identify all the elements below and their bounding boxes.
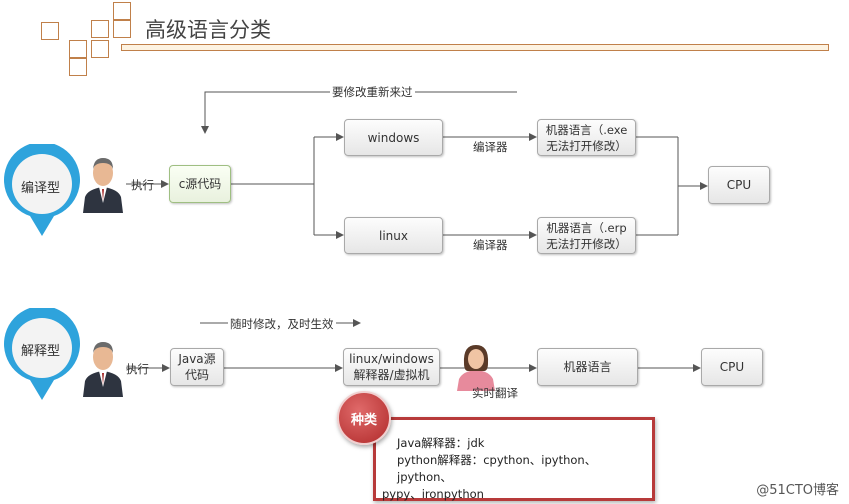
translator-icon bbox=[457, 345, 495, 391]
interpreted-badge-pin bbox=[4, 308, 80, 400]
linux-box: linux bbox=[344, 217, 443, 254]
compiled-badge-pin bbox=[4, 144, 80, 236]
interpreter-kinds-panel: Java解释器：jdk python解释器：cpython、ipython、jp… bbox=[373, 417, 655, 501]
kinds-tag: 种类 bbox=[337, 391, 391, 445]
compiler-label-2: 编译器 bbox=[473, 238, 508, 252]
kinds-line-1: Java解释器：jdk bbox=[397, 436, 485, 450]
watermark: @51CTO博客 bbox=[756, 483, 839, 498]
feedback-label: 要修改重新来过 bbox=[330, 84, 415, 100]
compiled-badge-label: 编译型 bbox=[21, 181, 61, 196]
machine-code-erp-box: 机器语言（.erp 无法打开修改） bbox=[537, 217, 636, 254]
c-source-box: c源代码 bbox=[169, 165, 231, 203]
machine-code-box: 机器语言 bbox=[537, 348, 638, 386]
cpu-box-compiled: CPU bbox=[708, 166, 770, 204]
interpreted-badge-label: 解释型 bbox=[21, 344, 61, 359]
cpu-box-interpreted: CPU bbox=[701, 348, 763, 386]
machine-code-exe-box: 机器语言（.exe 无法打开修改） bbox=[537, 119, 636, 156]
interpreter-box: linux/windows 解释器/虚拟机 bbox=[343, 348, 440, 386]
kinds-line-2: python解释器：cpython、ipython、jpython、 bbox=[397, 453, 597, 484]
page-title: 高级语言分类 bbox=[145, 18, 271, 42]
interpreted-exec-label: 执行 bbox=[126, 362, 149, 376]
programmer-icon-2 bbox=[83, 342, 123, 397]
programmer-icon bbox=[83, 158, 123, 213]
title-underline bbox=[121, 44, 829, 51]
compiled-exec-label: 执行 bbox=[131, 178, 154, 192]
java-source-box: Java源 代码 bbox=[170, 348, 224, 386]
modify-note-label: 随时修改，及时生效 bbox=[228, 316, 336, 332]
windows-box: windows bbox=[344, 119, 443, 156]
compiler-label-1: 编译器 bbox=[473, 140, 508, 154]
kinds-line-3: pypy、ironpython bbox=[382, 487, 484, 501]
realtime-translate-label: 实时翻译 bbox=[472, 386, 518, 400]
